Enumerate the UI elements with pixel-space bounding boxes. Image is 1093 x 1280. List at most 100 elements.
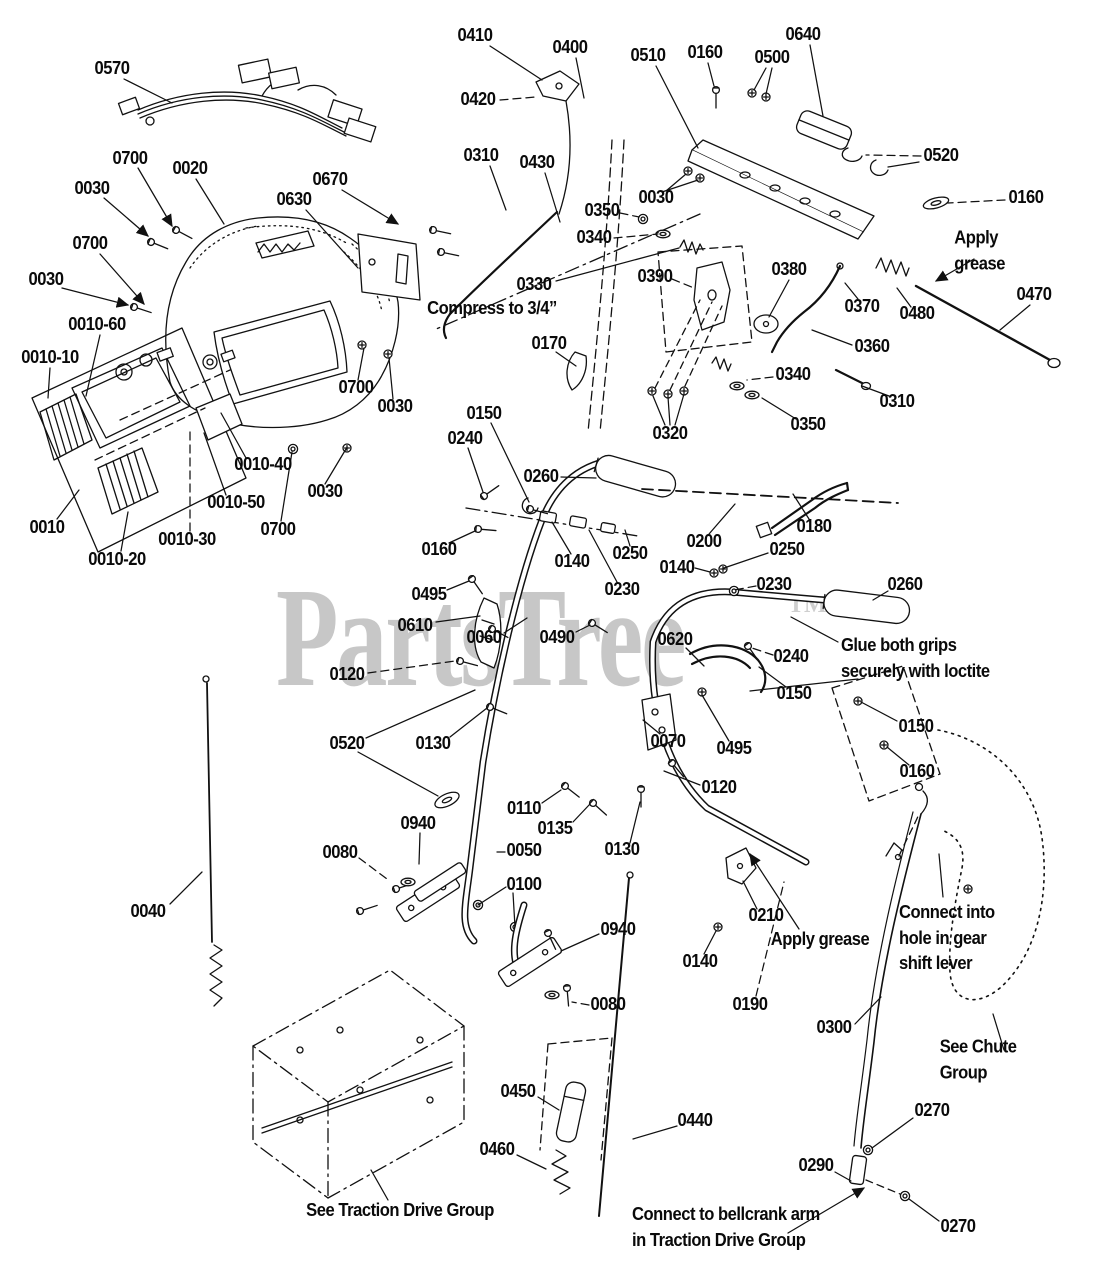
leader-note-glue: [790, 616, 839, 643]
leader-0240-a: [467, 447, 484, 493]
leader-0570: [123, 78, 173, 104]
leader-0495-a: [446, 580, 470, 591]
leader-0620: [685, 647, 705, 667]
leader-0010-40: [220, 412, 247, 459]
leader-0520-a: [887, 161, 920, 168]
leader-0010-20: [120, 511, 129, 552]
leader-0330-a: [555, 247, 680, 282]
leader-0150-a: [490, 422, 530, 503]
belt-cover: [165, 216, 460, 429]
leader-0260-b: [872, 590, 889, 601]
leader-0940-b: [560, 933, 600, 952]
leader-0360: [811, 329, 853, 346]
leader-0450: [537, 1096, 560, 1111]
leader-0200: [708, 503, 736, 535]
leader-0340-b: [746, 376, 774, 381]
handle-assembly: [434, 454, 941, 945]
leader-0700-a: [137, 167, 173, 228]
leader-0130-b: [629, 801, 641, 844]
leader-0180: [792, 493, 810, 520]
leader-0510: [655, 65, 699, 149]
leader-note-connect-into: [938, 853, 944, 898]
leader-0610: [435, 615, 481, 623]
leader-0010-10: [47, 367, 51, 399]
leader-0190: [755, 881, 785, 997]
leader-0030-c: [388, 357, 394, 400]
leader-0140-b: [694, 567, 711, 573]
leader-0230-b: [733, 585, 757, 591]
leader-0010: [56, 489, 80, 520]
leader-0080-a: [358, 857, 388, 880]
leader-0480: [896, 287, 912, 308]
leader-0040: [169, 871, 203, 905]
leader-0670: [341, 189, 400, 225]
lower-assembly: [202, 675, 1045, 1217]
leader-0700-d: [280, 451, 293, 522]
leader-0120-b: [663, 770, 701, 786]
leader-note-connect-bellcrank: [787, 1187, 866, 1234]
leader-note-apply-grease-1: [934, 258, 975, 282]
leader-0700-b: [99, 253, 145, 305]
leader-0500: [753, 67, 767, 91]
leader-0140-c: [703, 930, 717, 955]
leader-0135: [572, 803, 591, 823]
leader-0410: [489, 45, 543, 81]
leader-0110: [541, 789, 562, 804]
leader-0270-a: [871, 1117, 914, 1149]
leader-0350-b: [761, 397, 797, 420]
leader-0030-e: [661, 179, 699, 193]
leader-0495-b: [701, 694, 730, 742]
leader-0010-60: [85, 334, 101, 397]
leader-0160-c: [448, 530, 476, 544]
leader-0230-a: [588, 529, 618, 583]
leader-0130-a: [449, 707, 488, 738]
leader-0240-b: [751, 647, 774, 656]
leader-0120-a: [367, 660, 456, 674]
leader-lines: [47, 44, 1031, 1234]
leader-0320: [667, 396, 671, 426]
control-console: [433, 70, 1061, 433]
leader-0520-a: [865, 154, 922, 157]
leader-0100: [512, 892, 516, 928]
leader-0320: [652, 395, 666, 426]
leader-0490: [575, 624, 591, 633]
leader-0630: [305, 209, 359, 269]
leader-0020: [195, 178, 225, 225]
leader-0440: [632, 1125, 678, 1140]
leader-0160-d: [886, 746, 910, 766]
leader-0340-a: [613, 233, 659, 239]
leader-0320: [674, 393, 685, 426]
leader-0310-a: [489, 165, 507, 211]
leader-note-apply-grease-2: [749, 852, 800, 930]
leader-0010-50: [203, 432, 227, 496]
leader-0520-b: [365, 689, 476, 739]
leader-0300: [854, 996, 882, 1025]
leader-0250-a: [624, 529, 631, 547]
leader-0400: [575, 57, 585, 99]
leader-0070: [642, 719, 661, 735]
leader-0500: [765, 67, 773, 95]
leader-0150-c: [860, 701, 898, 722]
leader-0940-a: [418, 832, 421, 865]
leader-0030-b: [61, 287, 130, 308]
leader-0210: [742, 880, 758, 910]
leader-0260-a: [560, 476, 597, 479]
leader-0030-a: [103, 197, 149, 237]
leader-0470: [999, 304, 1031, 331]
leader-0640: [809, 44, 824, 117]
leader-0270-b: [908, 1198, 940, 1222]
leader-0060: [503, 617, 528, 634]
leader-0700-c: [357, 347, 365, 381]
leader-0350-a: [619, 212, 640, 218]
leader-0170: [555, 351, 577, 367]
leader-0430: [544, 172, 561, 223]
leader-0290: [834, 1171, 852, 1182]
leader-0100: [477, 886, 507, 906]
leader-0030-d: [324, 448, 347, 485]
leader-0140-a: [551, 521, 572, 555]
leader-0030-e: [665, 173, 687, 192]
headlight-panel: [31, 224, 393, 553]
wire-harness: [117, 58, 377, 143]
